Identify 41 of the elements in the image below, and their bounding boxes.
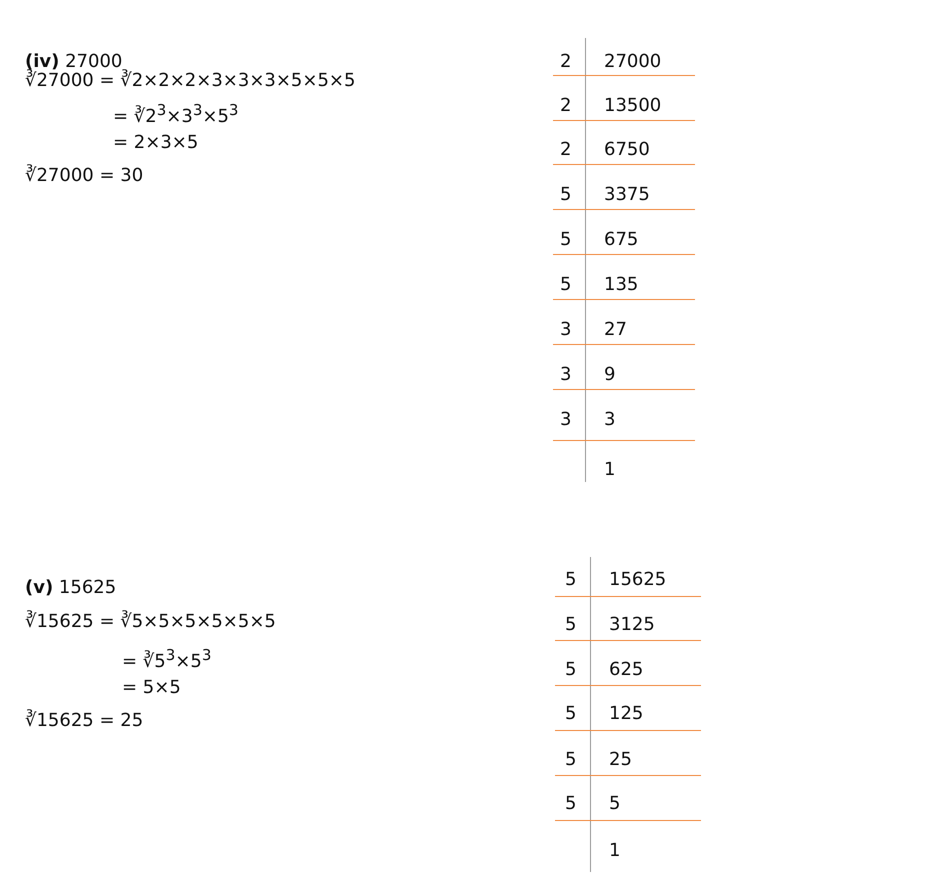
quotient: 1 xyxy=(609,840,620,862)
equation-line: = 2×3×5 xyxy=(113,132,198,154)
quotient: 27000 xyxy=(604,51,662,73)
quotient: 6750 xyxy=(604,139,650,161)
equation-line: ∛27000 = ∛2×2×2×3×3×3×5×5×5 xyxy=(25,70,356,92)
divisor: 3 xyxy=(560,319,572,341)
divisor: 5 xyxy=(565,793,576,815)
quotient: 3 xyxy=(604,409,616,431)
quotient: 15625 xyxy=(609,569,666,591)
equation-line: = 5×5 xyxy=(122,677,181,699)
quotient: 25 xyxy=(609,749,632,771)
quotient: 125 xyxy=(609,703,644,725)
divisor: 5 xyxy=(560,274,572,296)
divisor: 5 xyxy=(565,569,576,591)
divisor: 5 xyxy=(565,659,576,681)
equation-line: = ∛5$^{3}$×5$^{3}$ xyxy=(122,645,212,673)
equation-line: ∛15625 = 25 xyxy=(25,710,144,732)
quotient: 9 xyxy=(604,364,616,386)
divisor: 5 xyxy=(560,184,572,206)
problem-heading: (v) 15625 xyxy=(25,577,116,599)
quotient: 3375 xyxy=(604,184,650,206)
quotient: 625 xyxy=(609,659,644,681)
equation-line: = ∛2$^{3}$×3$^{3}$×5$^{3}$ xyxy=(113,100,238,128)
divisor: 2 xyxy=(560,139,572,161)
quotient: 675 xyxy=(604,229,638,251)
quotient: 27 xyxy=(604,319,627,341)
divisor: 5 xyxy=(565,749,576,771)
divisor: 2 xyxy=(560,95,572,117)
quotient: 13500 xyxy=(604,95,662,117)
divisor: 3 xyxy=(560,409,572,431)
equation-line: ∛27000 = 30 xyxy=(25,165,144,187)
divisor: 2 xyxy=(560,51,572,73)
equation-line: ∛15625 = ∛5×5×5×5×5×5 xyxy=(25,611,276,633)
divisor: 5 xyxy=(560,229,572,251)
quotient: 3125 xyxy=(609,614,655,636)
divisor: 3 xyxy=(560,364,572,386)
quotient: 135 xyxy=(604,274,638,296)
quotient: 1 xyxy=(604,459,616,481)
quotient: 5 xyxy=(609,793,620,815)
divisor: 5 xyxy=(565,614,576,636)
divisor: 5 xyxy=(565,703,576,725)
